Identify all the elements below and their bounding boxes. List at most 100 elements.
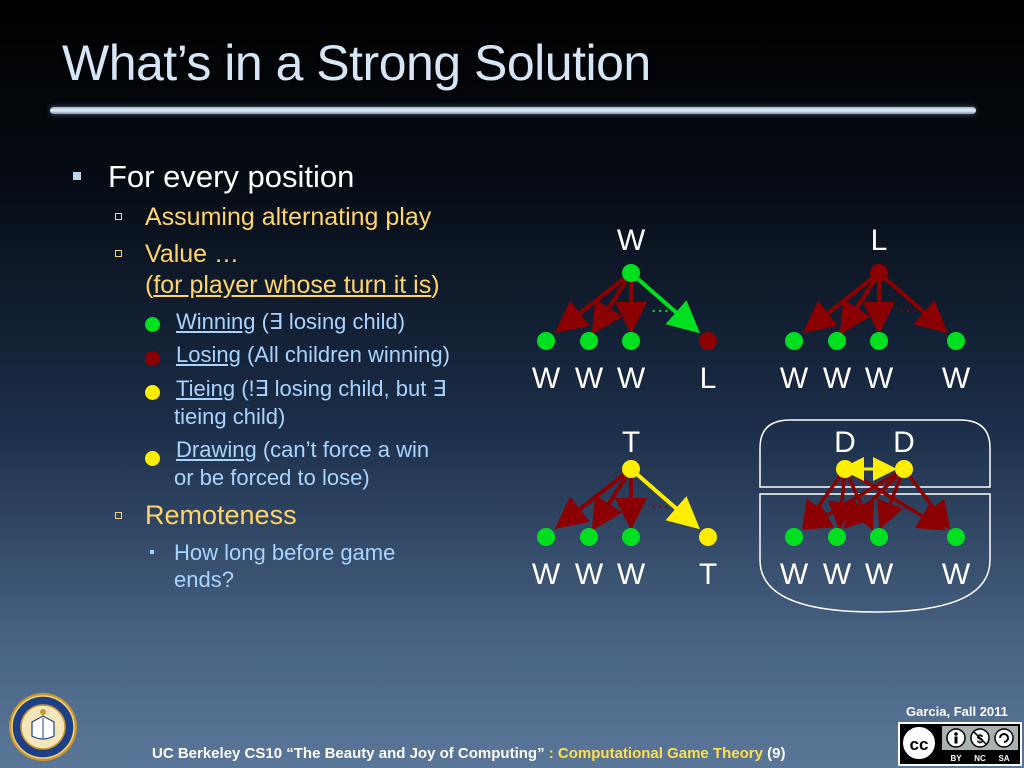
tree3-edge (591, 467, 633, 531)
bullet-tieing: Tieing (!∃ losing child, but ∃ (176, 376, 447, 401)
tree3-child-node (622, 528, 640, 546)
tree2-root-node (870, 264, 888, 282)
bullet-value: Value … (145, 240, 240, 268)
draw-children-box (759, 493, 991, 613)
tree2-child-label: W (823, 362, 852, 395)
cc-label: BY (950, 754, 962, 763)
bullet-how-long: How long before game (174, 540, 396, 565)
tree3-child-label: T (699, 558, 717, 591)
bullet-losing: Losing (All children winning) (176, 342, 450, 367)
tree1-root-label: W (617, 224, 646, 257)
tree2-child-node (947, 332, 965, 350)
footer-topic: Computational Game Theory (557, 745, 763, 762)
tree4-child-label: W (780, 558, 809, 591)
tree1-child-node (537, 332, 555, 350)
tree1-ellipsis: … (650, 295, 670, 317)
tree4-child-label: W (942, 558, 971, 591)
tree1-child-node (580, 332, 598, 350)
tree4-edge (876, 468, 906, 530)
tree3-tie-edge (629, 467, 701, 530)
bullet-winning: Winning (∃ losing child) (176, 309, 406, 334)
bullet-hollow-square-icon (115, 512, 122, 519)
bullet-hollow-square-icon (115, 250, 122, 257)
drawing-dot-icon (145, 451, 160, 466)
tree2-root-label: L (871, 224, 888, 257)
tree1-child-node (699, 332, 717, 350)
tree1-edge (591, 271, 633, 335)
losing-link[interactable]: Losing (176, 342, 241, 367)
bullet-every-position: For every position (108, 159, 355, 194)
bullet-drawing-cont: or be forced to lose) (174, 465, 370, 490)
tree3-child-label: W (532, 558, 561, 591)
bullet-how-long-cont: ends? (174, 567, 234, 592)
winning-dot-icon (145, 317, 160, 332)
bullet-value-detail: (for player whose turn it is) (145, 271, 440, 299)
tree2-child-node (828, 332, 846, 350)
tree1-root-node (622, 264, 640, 282)
footer-course: UC Berkeley CS10 “The Beauty and Joy of … (152, 745, 545, 762)
title-divider (50, 107, 976, 114)
tree2-edge (877, 271, 949, 334)
tree3-root-node (622, 460, 640, 478)
winning-link[interactable]: Winning (176, 309, 256, 334)
bullet-drawing: Drawing (can’t force a win (176, 437, 430, 462)
tree4-child-node (870, 528, 888, 546)
tree-losing: L … W W W W (780, 224, 971, 395)
losing-dot-icon (145, 351, 160, 366)
tree2-child-label: W (780, 362, 809, 395)
tieing-dot-icon (145, 385, 160, 400)
tree1-child-label: L (700, 362, 717, 395)
tree4-root-node-b (895, 460, 913, 478)
bullet-square-icon (73, 172, 81, 180)
tree4-child-node (785, 528, 803, 546)
tree2-child-label: W (942, 362, 971, 395)
cc-label: SA (998, 754, 1009, 763)
tree4-root-label-b: D (893, 426, 915, 459)
tree1-winning-edge (629, 271, 701, 334)
tree2-edge (839, 271, 881, 335)
tree3-child-node (699, 528, 717, 546)
draw-cycle-box (759, 419, 991, 488)
tree3-child-label: W (617, 558, 646, 591)
author-credit: Garcia, Fall 2011 (906, 704, 1008, 719)
tree1-edge (554, 271, 633, 333)
cc-label: NC (974, 754, 986, 763)
svg-text:cc: cc (910, 735, 929, 754)
bullet-alternating-play: Assuming alternating play (145, 203, 432, 231)
tree4-root-node-a (836, 460, 854, 478)
tree-drawing: D D … W W W W (759, 419, 991, 613)
tree1-child-node (622, 332, 640, 350)
tree2-ellipsis: … (898, 295, 918, 317)
bullet-remoteness: Remoteness (145, 500, 297, 530)
tree3-ellipsis: … (650, 491, 670, 513)
tree1-child-label: W (575, 362, 604, 395)
tree3-child-node (580, 528, 598, 546)
slide-title: What’s in a Strong Solution (62, 35, 651, 91)
bullet-hollow-square-icon (115, 213, 122, 220)
tree2-child-node (785, 332, 803, 350)
tree4-child-label: W (865, 558, 894, 591)
tree3-child-node (537, 528, 555, 546)
tree2-edge (802, 271, 881, 333)
player-turn-link[interactable]: for player whose turn it is (153, 271, 432, 299)
tieing-link[interactable]: Tieing (176, 376, 236, 401)
tree4-edge (902, 467, 951, 530)
footer-page: (9) (762, 745, 786, 762)
tree2-child-label: W (865, 362, 894, 395)
tree4-root-label-a: D (834, 426, 856, 459)
tree4-ellipsis: … (888, 491, 908, 513)
tree4-child-node (828, 528, 846, 546)
footer: UC Berkeley CS10 “The Beauty and Joy of … (152, 745, 786, 762)
bullet-tieing-cont: tieing child) (174, 404, 286, 429)
tree3-edge (554, 467, 633, 529)
tree-tieing: T … W W W T (532, 426, 717, 591)
tree3-child-label: W (575, 558, 604, 591)
tree4-child-node (947, 528, 965, 546)
uc-seal-icon (9, 693, 77, 761)
tree1-child-label: W (617, 362, 646, 395)
drawing-link[interactable]: Drawing (176, 437, 257, 462)
tree1-child-label: W (532, 362, 561, 395)
tree-winning: W … W W W L (532, 224, 717, 395)
tree3-root-label: T (622, 426, 640, 459)
